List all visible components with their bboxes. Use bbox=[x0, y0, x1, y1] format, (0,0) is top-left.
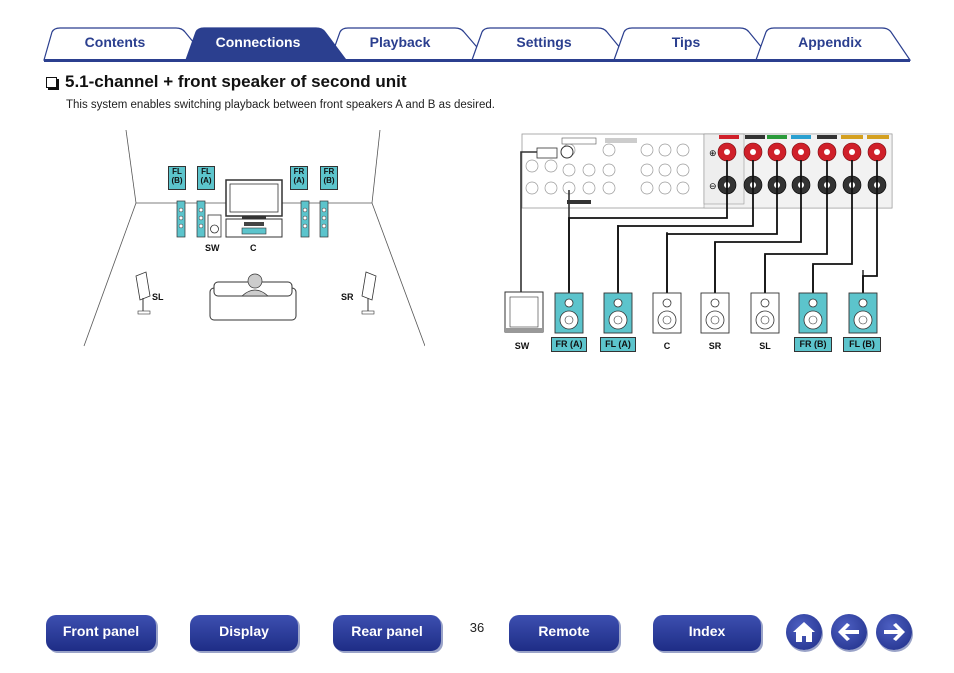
wiring-label-fl-b: FL (B) bbox=[843, 337, 881, 352]
wiring-label-sr: SR bbox=[708, 341, 722, 351]
room-drawing bbox=[83, 129, 426, 347]
display-button[interactable]: Display bbox=[190, 615, 298, 651]
tab-underline bbox=[44, 59, 910, 62]
wiring-label-fl-a: FL (A) bbox=[600, 337, 636, 352]
label-sl: SL bbox=[152, 292, 164, 302]
back-button[interactable] bbox=[831, 614, 867, 650]
tab-contents[interactable]: Contents bbox=[84, 34, 146, 50]
forward-button[interactable] bbox=[876, 614, 912, 650]
page-number: 36 bbox=[469, 620, 485, 635]
wiring-label-c: C bbox=[663, 341, 671, 351]
label-sr: SR bbox=[341, 292, 354, 302]
svg-text:⊖: ⊖ bbox=[709, 181, 717, 191]
tag-fl-a: FL (A) bbox=[197, 166, 215, 190]
label-sw: SW bbox=[205, 243, 220, 253]
wiring-diagram: ⊕ ⊖ bbox=[497, 130, 897, 360]
tab-playback[interactable]: Playback bbox=[369, 34, 431, 50]
rear-panel-button[interactable]: Rear panel bbox=[333, 615, 441, 651]
home-icon bbox=[793, 622, 815, 642]
arrow-right-icon bbox=[884, 623, 905, 641]
checkbox-icon bbox=[46, 76, 57, 88]
heading-text: 5.1-channel + front speaker of second un… bbox=[65, 72, 407, 91]
tab-connections[interactable]: Connections bbox=[215, 34, 301, 50]
home-button[interactable] bbox=[786, 614, 822, 650]
tag-fr-a: FR (A) bbox=[290, 166, 308, 190]
section-heading: 5.1-channel + front speaker of second un… bbox=[46, 72, 407, 92]
room-layout-diagram: FL (B) FL (A) FR (A) FR (B) SW C SL SR bbox=[80, 128, 426, 350]
index-button[interactable]: Index bbox=[653, 615, 761, 651]
tab-bar: Contents Connections Playback Settings T… bbox=[0, 0, 954, 64]
wiring-label-sw: SW bbox=[514, 341, 530, 351]
wiring-label-sl: SL bbox=[759, 341, 771, 351]
tab-shapes bbox=[43, 27, 912, 61]
tab-appendix[interactable]: Appendix bbox=[798, 34, 862, 50]
front-panel-button[interactable]: Front panel bbox=[46, 615, 156, 651]
remote-button[interactable]: Remote bbox=[509, 615, 619, 651]
arrow-left-icon bbox=[838, 623, 859, 641]
tab-settings[interactable]: Settings bbox=[516, 34, 572, 50]
tag-fl-b: FL (B) bbox=[168, 166, 186, 190]
intro-text: This system enables switching playback b… bbox=[66, 99, 495, 111]
tab-tips[interactable]: Tips bbox=[671, 34, 701, 50]
wiring-drawing: ⊕ ⊖ bbox=[504, 133, 893, 334]
svg-text:⊕: ⊕ bbox=[709, 148, 717, 158]
label-c: C bbox=[250, 243, 257, 253]
wiring-label-fr-a: FR (A) bbox=[551, 337, 587, 352]
tag-fr-b: FR (B) bbox=[320, 166, 338, 190]
wiring-label-fr-b: FR (B) bbox=[794, 337, 832, 352]
